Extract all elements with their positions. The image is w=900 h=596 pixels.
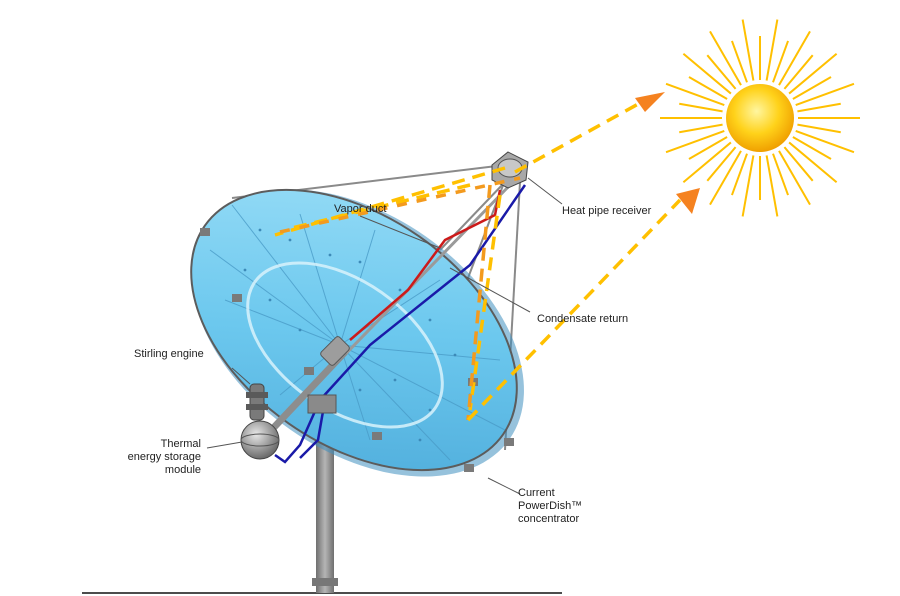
- sun-ray: [772, 40, 789, 83]
- sun-ray: [709, 30, 742, 86]
- leader-lines: [206, 177, 563, 495]
- sun-ray: [797, 102, 841, 113]
- sun-ray: [778, 30, 811, 86]
- sun-ray: [665, 130, 725, 154]
- label-thermal-storage-2: energy storage: [128, 451, 201, 463]
- sun-icon: [660, 19, 860, 217]
- sun-ray: [765, 19, 779, 81]
- label-heat-pipe-receiver: Heat pipe receiver: [562, 205, 652, 217]
- sun-ray: [731, 153, 748, 196]
- receiver-strut: [328, 183, 512, 372]
- sun-ray: [741, 19, 755, 81]
- sun-ray: [682, 141, 732, 184]
- sun-ray: [665, 82, 725, 106]
- sun-ray: [765, 155, 779, 217]
- engine-boom: [259, 349, 348, 443]
- sun-ray: [709, 150, 742, 206]
- sun-ray: [731, 40, 748, 83]
- label-thermal-storage-1: Thermal: [161, 438, 201, 450]
- ray-arrow-head: [635, 92, 665, 112]
- storage-sphere-icon: [240, 420, 280, 460]
- sun-ray: [795, 82, 855, 106]
- sun-ray: [788, 52, 838, 95]
- label-vapor-duct: Vapor duct: [334, 203, 386, 215]
- label-thermal-storage-3: module: [165, 464, 201, 476]
- sun-ray: [797, 123, 841, 134]
- sun-ray: [778, 150, 811, 206]
- stirling-engine-icon: [246, 383, 268, 421]
- sun-ray: [679, 102, 723, 113]
- sun-ray: [783, 54, 814, 90]
- sun-ray: [741, 155, 755, 217]
- label-concentrator-3: concentrator: [518, 513, 579, 525]
- label-stirling-engine: Stirling engine: [134, 348, 204, 360]
- sun-ray: [795, 130, 855, 154]
- sun-ray: [679, 123, 723, 134]
- sun-ray: [788, 141, 838, 184]
- sun-ray: [682, 52, 732, 95]
- sun-ray: [688, 76, 728, 100]
- sun-ray: [706, 146, 737, 182]
- sun-ray: [706, 54, 737, 90]
- sun-ray: [688, 136, 728, 160]
- sun-ray: [792, 136, 832, 160]
- ray-arrow-head: [676, 188, 700, 214]
- label-concentrator-2: PowerDish™: [518, 500, 582, 512]
- label-condensate-return: Condensate return: [537, 313, 628, 325]
- label-concentrator-1: Current: [518, 487, 555, 499]
- pole-base: [312, 578, 338, 586]
- pivot-mount: [307, 394, 337, 414]
- sun-ray: [772, 153, 789, 196]
- sun-ray: [792, 76, 832, 100]
- sun-ray: [783, 146, 814, 182]
- support-pole: [316, 410, 334, 593]
- light-rays: [274, 101, 682, 422]
